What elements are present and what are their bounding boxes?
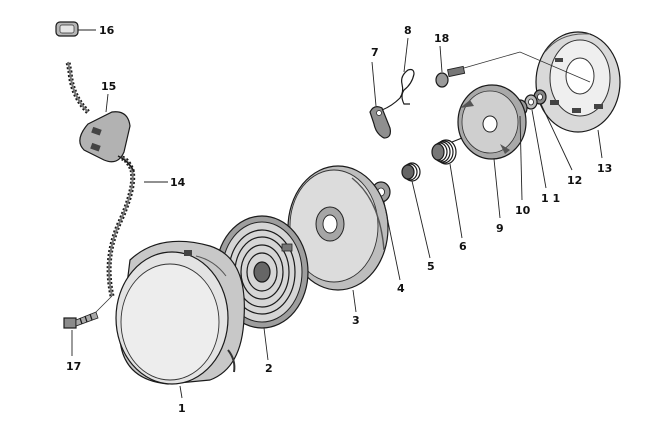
part-13-cover-plate — [535, 31, 621, 133]
callout-1: 1 — [178, 402, 186, 415]
part-1-starter-housing — [115, 240, 245, 385]
callout-13: 13 — [597, 162, 612, 175]
callout-12: 12 — [567, 174, 582, 187]
callout-6: 6 — [459, 240, 467, 253]
rope-upper-section — [65, 61, 90, 114]
callout-labels: 1 2 3 4 5 6 7 8 9 10 1 1 12 13 14 15 16 … — [66, 24, 612, 415]
part-8-pawl-spring — [381, 68, 415, 111]
callout-10: 10 — [515, 204, 531, 217]
part-15-handle — [79, 111, 135, 173]
leader-lines — [71, 29, 603, 399]
callout-9: 9 — [496, 222, 504, 235]
callout-16: 16 — [99, 24, 115, 37]
callout-2: 2 — [265, 362, 273, 375]
assembly-axis-line — [463, 51, 591, 83]
callout-5: 5 — [427, 260, 435, 273]
callout-15: 15 — [101, 80, 116, 93]
part-7-pawl — [369, 106, 391, 139]
callout-14: 14 — [170, 176, 186, 189]
part-16-insert — [55, 21, 79, 37]
part-9-pawl-plate — [457, 84, 527, 160]
part-6-coil-spring — [431, 137, 463, 165]
callout-4: 4 — [397, 282, 405, 295]
callout-17: 17 — [66, 360, 81, 373]
part-17-screw — [63, 295, 113, 329]
callout-18: 18 — [434, 32, 449, 45]
callout-3: 3 — [352, 314, 360, 327]
callout-8: 8 — [404, 24, 412, 37]
callout-7: 7 — [371, 46, 379, 59]
part-5-spring — [401, 162, 421, 182]
callout-11: 1 1 — [541, 192, 560, 205]
part-18-bolt — [435, 65, 466, 88]
rope-upper-core — [67, 61, 89, 113]
